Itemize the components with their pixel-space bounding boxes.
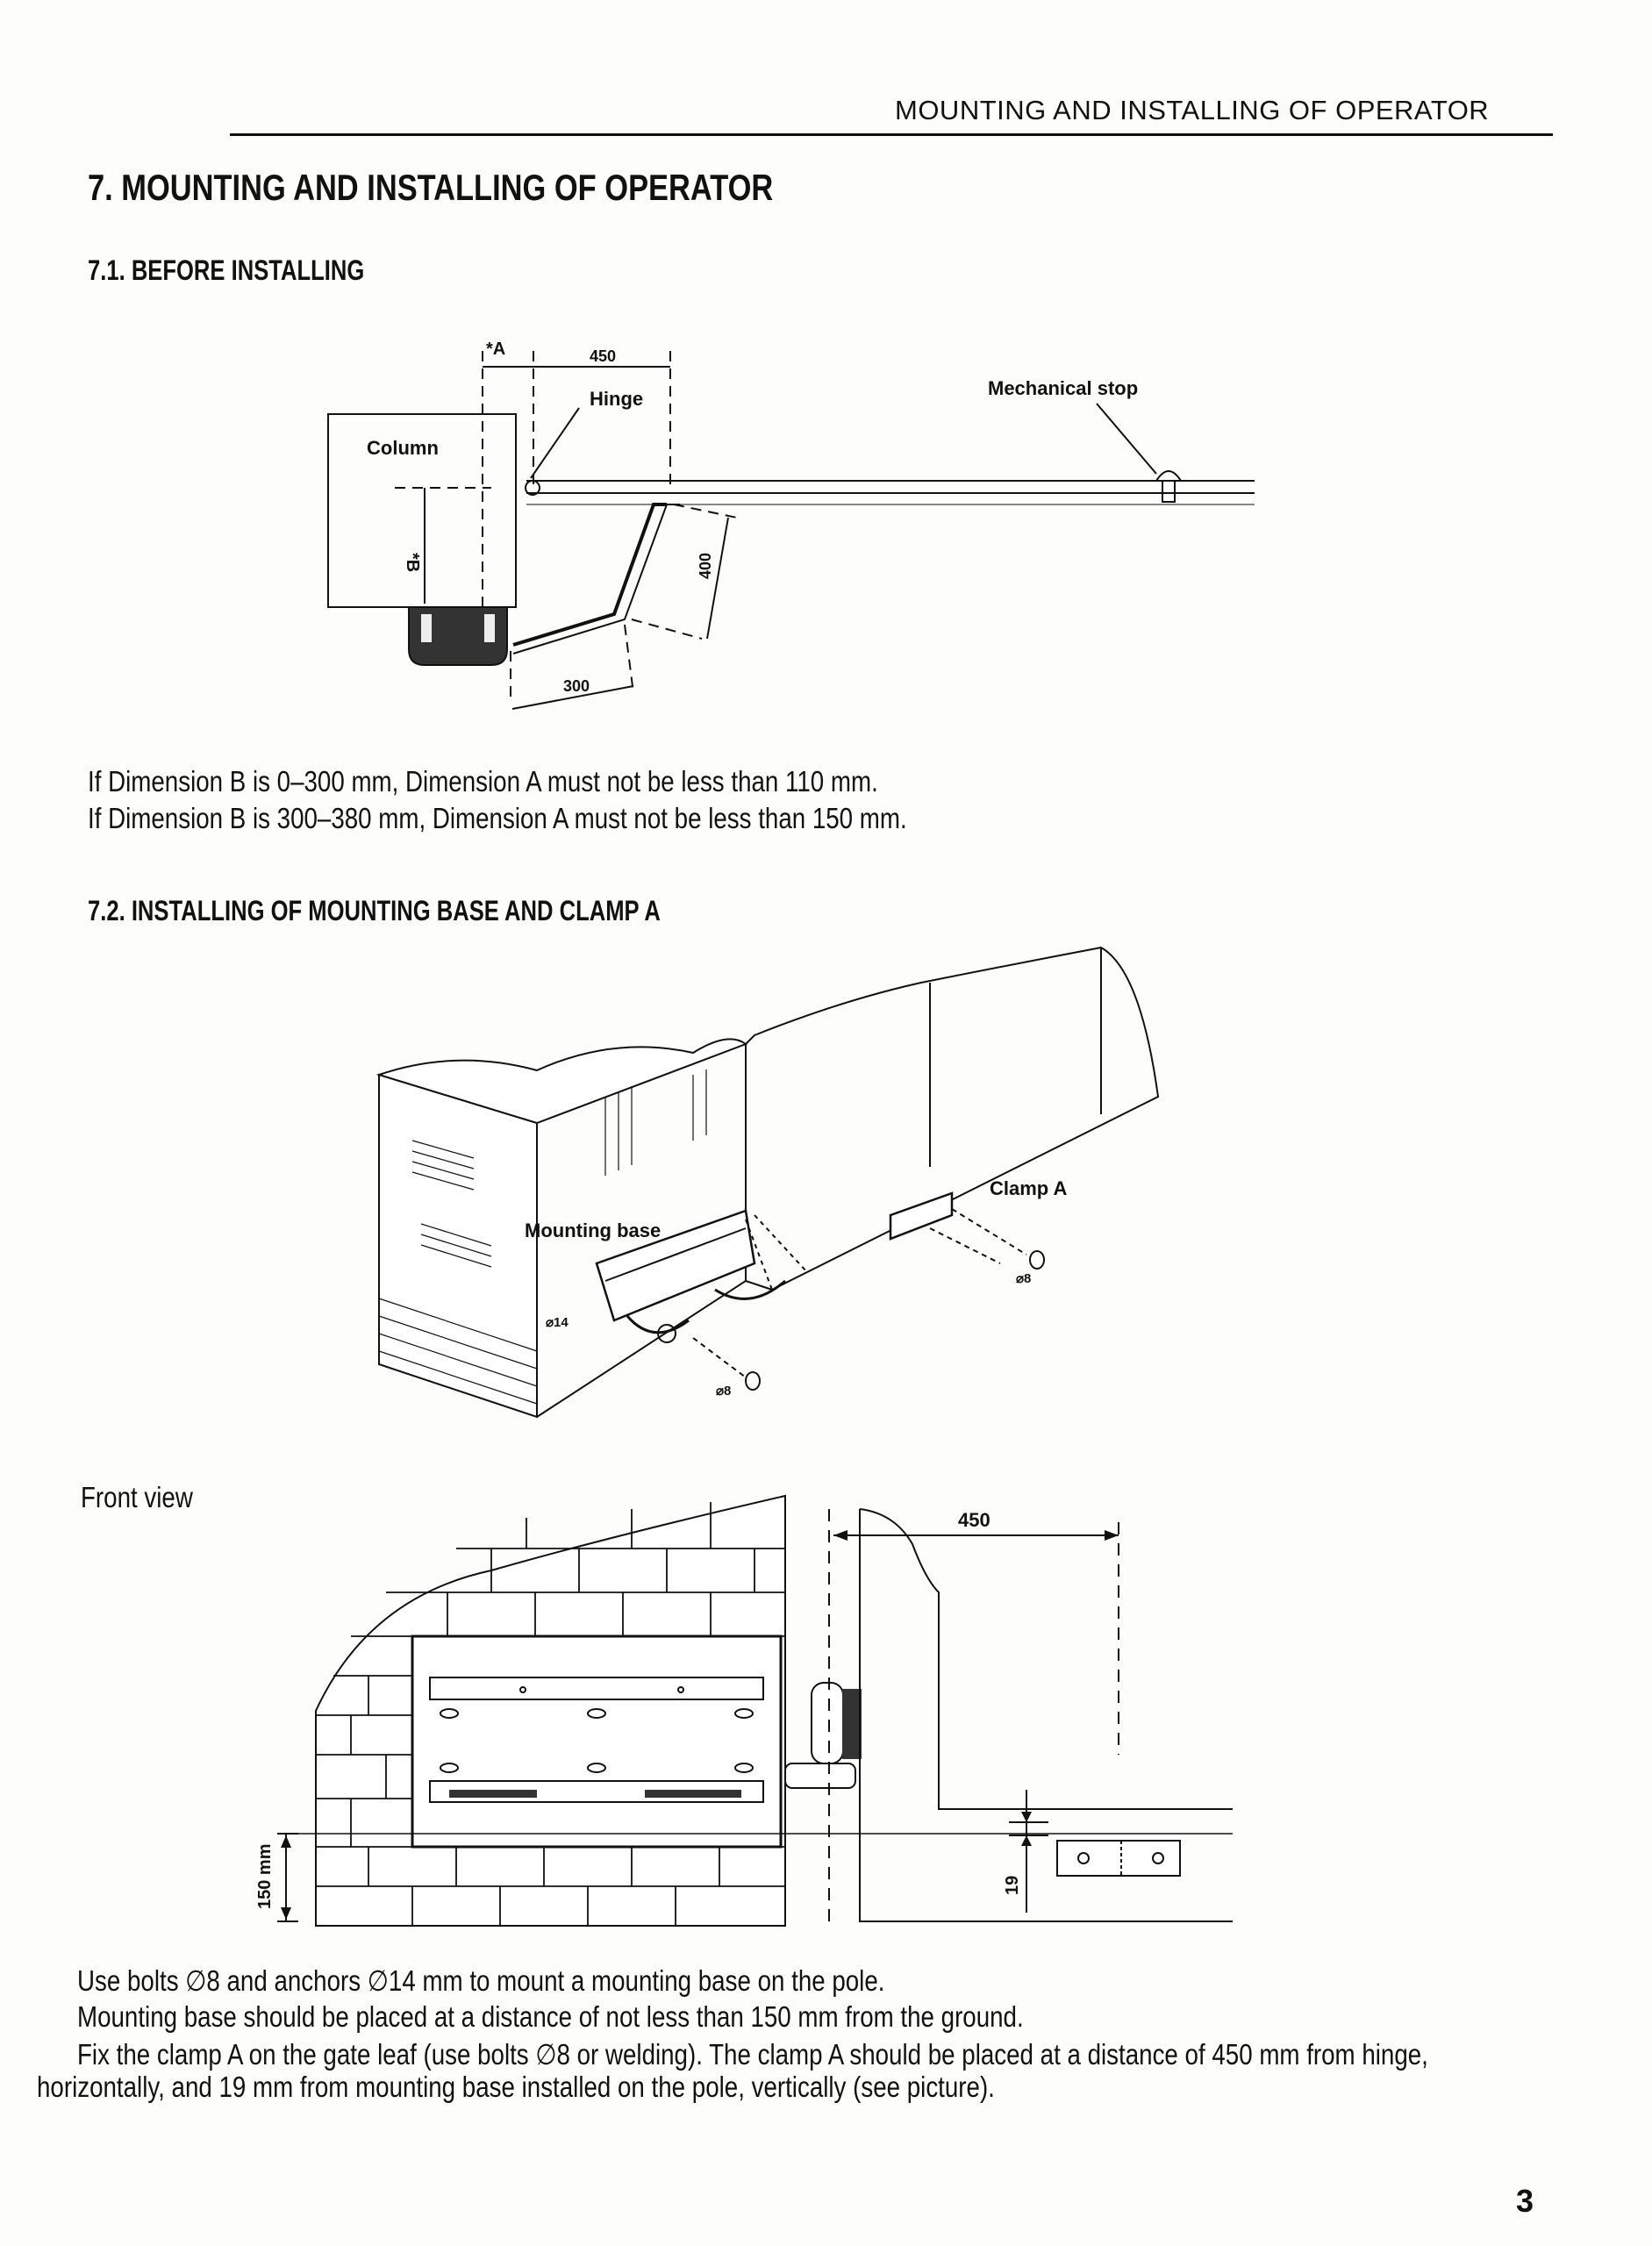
rule-line-1: If Dimension B is 0–300 mm, Dimension A …: [88, 765, 878, 798]
instruction-line-4: horizontally, and 19 mm from mounting ba…: [37, 2071, 995, 2103]
instruction-line-2: Mounting base should be placed at a dist…: [77, 2000, 1024, 2033]
clamp-a-label: Clamp A: [990, 1177, 1068, 1199]
rule-line-2: If Dimension B is 300–380 mm, Dimension …: [88, 802, 907, 834]
dim-300-label: 300: [563, 677, 590, 695]
perspective-diagram: Clamp A Mounting base ⌀14 ⌀8 ⌀8: [375, 946, 1160, 1419]
top-view-diagram: *A 450 Hinge Mechanical stop Column *B 4…: [327, 340, 1255, 710]
column-label: Column: [367, 437, 439, 459]
instruction-line-3: Fix the clamp A on the gate leaf (use bo…: [77, 2038, 1428, 2071]
dim-400-label: 400: [697, 553, 714, 579]
header-rule: [230, 133, 1553, 136]
mounting-base-label: Mounting base: [525, 1220, 661, 1241]
dim-b-label: *B: [403, 553, 422, 572]
mechanical-stop-label: Mechanical stop: [988, 377, 1138, 399]
dim-150-label: 150 mm: [255, 1844, 275, 1910]
page-number: 3: [1516, 2183, 1534, 2219]
subsection-before-installing: 7.1. BEFORE INSTALLING: [88, 254, 365, 286]
dim-19-label: 19: [1003, 1876, 1022, 1895]
anchor-14-label: ⌀14: [546, 1315, 569, 1330]
dim-450-front-label: 450: [958, 1509, 990, 1531]
bolt-8-clamp-label: ⌀8: [1016, 1271, 1031, 1286]
hinge-label: Hinge: [590, 388, 643, 410]
subsection-mounting-base: 7.2. INSTALLING OF MOUNTING BASE AND CLA…: [88, 895, 661, 926]
instruction-line-1: Use bolts ∅8 and anchors ∅14 mm to mount…: [77, 1964, 885, 1997]
section-title: 7. MOUNTING AND INSTALLING OF OPERATOR: [88, 167, 774, 208]
front-view-diagram: 450 150 mm 19: [255, 1494, 1233, 1927]
running-header: MOUNTING AND INSTALLING OF OPERATOR: [895, 95, 1490, 125]
dim-a-label: *A: [486, 340, 505, 359]
dim-450-top-label: 450: [590, 347, 616, 365]
front-view-label: Front view: [81, 1481, 193, 1513]
bolt-8-bottom-label: ⌀8: [716, 1384, 731, 1398]
